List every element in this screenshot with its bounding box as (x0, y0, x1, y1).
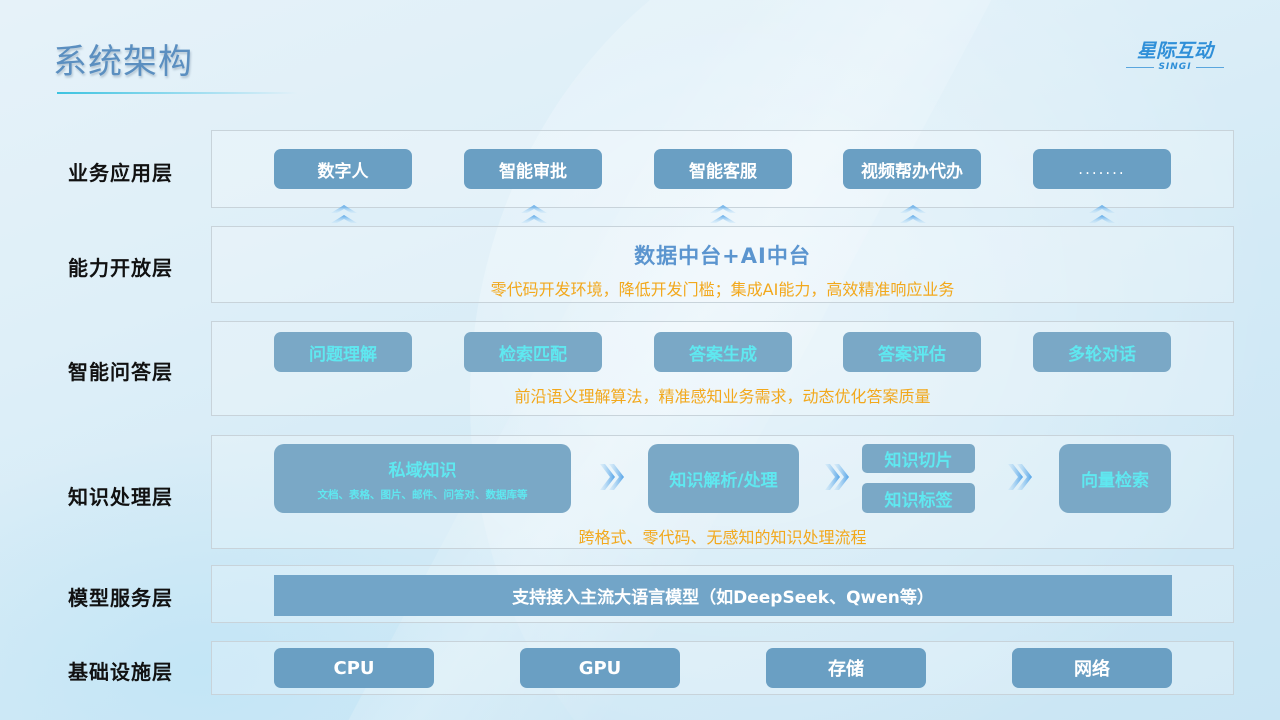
qa-question-understanding: 问题理解 (274, 332, 412, 372)
layer-label-capability-open: 能力开放层 (68, 256, 173, 280)
infra-gpu: GPU (520, 648, 680, 688)
vector-retrieval-box: 向量检索 (1059, 444, 1171, 513)
up-chevron-icon (331, 205, 357, 223)
knowledge-description: 跨格式、零代码、无感知的知识处理流程 (578, 528, 867, 547)
private-knowledge-subtitle: 文档、表格、图片、邮件、问答对、数据库等 (317, 488, 528, 501)
knowledge-tag-box: 知识标签 (862, 483, 975, 513)
layer-capability-open (211, 226, 1234, 303)
infra-cpu: CPU (274, 648, 434, 688)
app-digital-human: 数字人 (274, 149, 412, 189)
title-underline (57, 92, 297, 94)
capability-description: 零代码开发环境，降低开发门槛；集成AI能力，高效精准响应业务 (490, 280, 955, 299)
infra-storage: 存储 (766, 648, 926, 688)
up-chevron-icon (1089, 205, 1115, 223)
app-more: ....... (1033, 149, 1171, 189)
private-knowledge-box: 私域知识 文档、表格、图片、邮件、问答对、数据库等 (274, 444, 571, 513)
app-smart-approval: 智能审批 (464, 149, 602, 189)
logo-text-cn: 星际互动 (1136, 40, 1213, 62)
qa-answer-evaluation: 答案评估 (843, 332, 981, 372)
logo-text-en: SINGI (1158, 62, 1192, 72)
qa-description: 前沿语义理解算法，精准感知业务需求，动态优化答案质量 (514, 387, 931, 406)
qa-answer-generation: 答案生成 (654, 332, 792, 372)
layer-label-smart-qa: 智能问答层 (68, 360, 173, 384)
private-knowledge-title: 私域知识 (388, 460, 457, 481)
layer-label-model-service: 模型服务层 (68, 586, 173, 610)
app-video-assist: 视频帮办代办 (843, 149, 981, 189)
qa-retrieval-match: 检索匹配 (464, 332, 602, 372)
up-chevron-icon (900, 205, 926, 223)
logo: 星际互动 SINGI (1120, 40, 1230, 72)
double-chevron-right-icon (1008, 464, 1032, 490)
knowledge-parse-box: 知识解析/处理 (648, 444, 799, 513)
up-chevron-icon (710, 205, 736, 223)
page-title: 系统架构 (53, 42, 193, 82)
logo-divider (1195, 66, 1224, 68)
layer-label-business-app: 业务应用层 (68, 161, 173, 185)
double-chevron-right-icon (600, 464, 624, 490)
up-chevron-icon (521, 205, 547, 223)
infra-network: 网络 (1012, 648, 1172, 688)
logo-en-row: SINGI (1120, 62, 1230, 72)
double-chevron-right-icon (825, 464, 849, 490)
app-smart-customer-service: 智能客服 (654, 149, 792, 189)
logo-divider (1126, 66, 1155, 68)
layer-label-knowledge-processing: 知识处理层 (68, 485, 173, 509)
model-support-bar: 支持接入主流大语言模型（如DeepSeek、Qwen等） (274, 575, 1172, 616)
knowledge-slice-box: 知识切片 (862, 444, 975, 473)
capability-title: 数据中台+AI中台 (634, 244, 811, 268)
qa-multi-turn: 多轮对话 (1033, 332, 1171, 372)
layer-label-infrastructure: 基础设施层 (68, 660, 173, 684)
